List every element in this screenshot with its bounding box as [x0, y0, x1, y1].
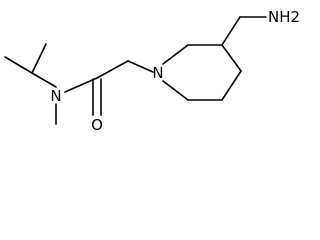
bond-n-carbonyl — [64, 77, 98, 93]
bond-ch2-ring-n — [127, 60, 154, 73]
atom-labels: N O N NH2 — [50, 8, 300, 134]
bond-ring-c3-c4 — [221, 44, 242, 72]
atom-label-ring-n: N — [152, 64, 163, 82]
bond-ring-c4-c5 — [221, 70, 242, 101]
bond-isopropyl-left — [4, 56, 33, 74]
bond-ring-c6-n — [162, 80, 189, 101]
atom-label-carbonyl-o: O — [91, 116, 103, 134]
molecule-structure: N O N NH2 — [4, 8, 300, 134]
atom-label-amine-nh2: NH2 — [268, 8, 300, 26]
bond-isopropyl-top — [31, 43, 47, 74]
structure-canvas: N O N NH2 — [4, 8, 300, 134]
bond-carbonyl-ch2 — [96, 60, 129, 79]
bond-ring-n-c2 — [162, 44, 189, 65]
bond-c3-ch2 — [221, 16, 241, 46]
bonds — [4, 16, 267, 125]
bond-isopropyl-n — [31, 72, 57, 88]
atom-label-amide-n: N — [50, 87, 61, 105]
